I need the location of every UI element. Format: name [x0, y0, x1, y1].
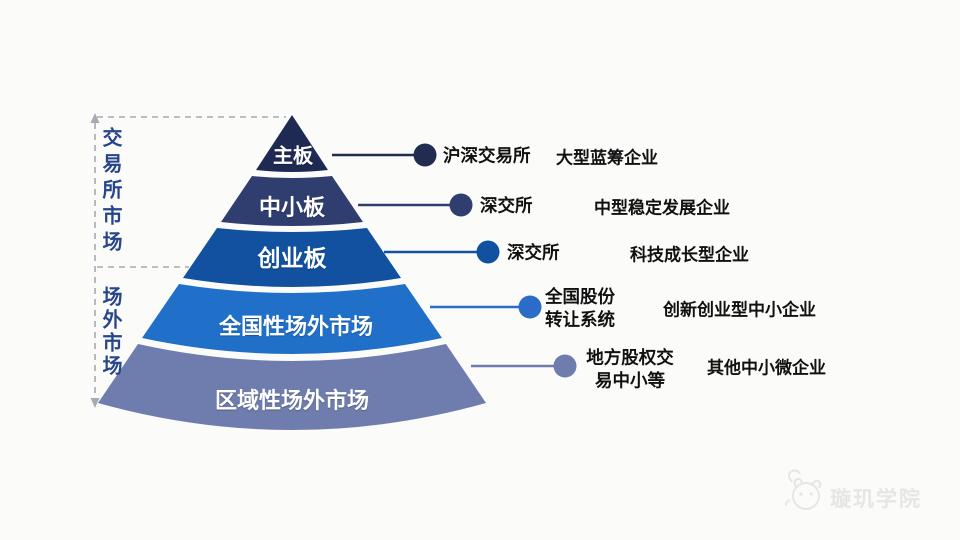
institution-label-4: 全国股份 转让系统	[545, 285, 615, 331]
pyramid-level-5-shape	[98, 344, 486, 430]
institution-label-5-line1: 地方股权交	[586, 347, 674, 368]
connector-dot-1	[413, 143, 437, 167]
enterprise-label-1: 大型蓝筹企业	[556, 148, 658, 168]
group-label-otc-market: 场外市场	[99, 286, 121, 378]
watermark-logo-icon	[784, 469, 822, 510]
pyramid-level-4-shape	[142, 284, 442, 354]
pyramid-level-3-label: 创业板	[257, 245, 327, 271]
pyramid	[98, 115, 486, 430]
pyramid-level-3-shape	[183, 228, 401, 287]
enterprise-label-4: 创新创业型中小企业	[663, 300, 816, 320]
connector-dot-4	[518, 295, 542, 319]
institution-label-3: 深交所	[507, 242, 560, 263]
pyramid-level-1-label: 主板	[273, 145, 313, 168]
enterprise-label-5: 其他中小微企业	[707, 358, 826, 378]
connector-dot-3	[476, 240, 500, 264]
institution-label-2: 深交所	[480, 195, 533, 216]
institution-label-4-line1: 全国股份	[545, 286, 615, 307]
watermark-text: 璇玑学院	[830, 488, 922, 511]
pyramid-level-4-label: 全国性场外市场	[218, 314, 374, 339]
institution-label-1: 沪深交易所	[443, 145, 531, 166]
connectors	[332, 143, 577, 378]
connector-dot-2	[449, 193, 473, 217]
bracket-axis	[90, 113, 286, 408]
arrow-down-icon	[90, 398, 100, 408]
group-label-exchange-market: 交易所市场	[99, 127, 121, 257]
connector-dot-5	[553, 354, 577, 378]
pyramid-level-2-label: 中小板	[258, 195, 326, 220]
institution-label-5-line2: 易中小等	[595, 370, 665, 390]
pyramid-level-5-label: 区域性场外市场	[214, 388, 370, 413]
institution-label-5: 地方股权交 易中小等	[586, 346, 674, 392]
arrow-up-icon	[90, 113, 100, 123]
pyramid-level-2-shape	[221, 176, 363, 226]
pyramid-level-1-shape	[256, 115, 328, 172]
enterprise-label-2: 中型稳定发展企业	[594, 198, 730, 218]
institution-label-4-line2: 转让系统	[545, 309, 615, 329]
enterprise-label-3: 科技成长型企业	[630, 245, 749, 265]
